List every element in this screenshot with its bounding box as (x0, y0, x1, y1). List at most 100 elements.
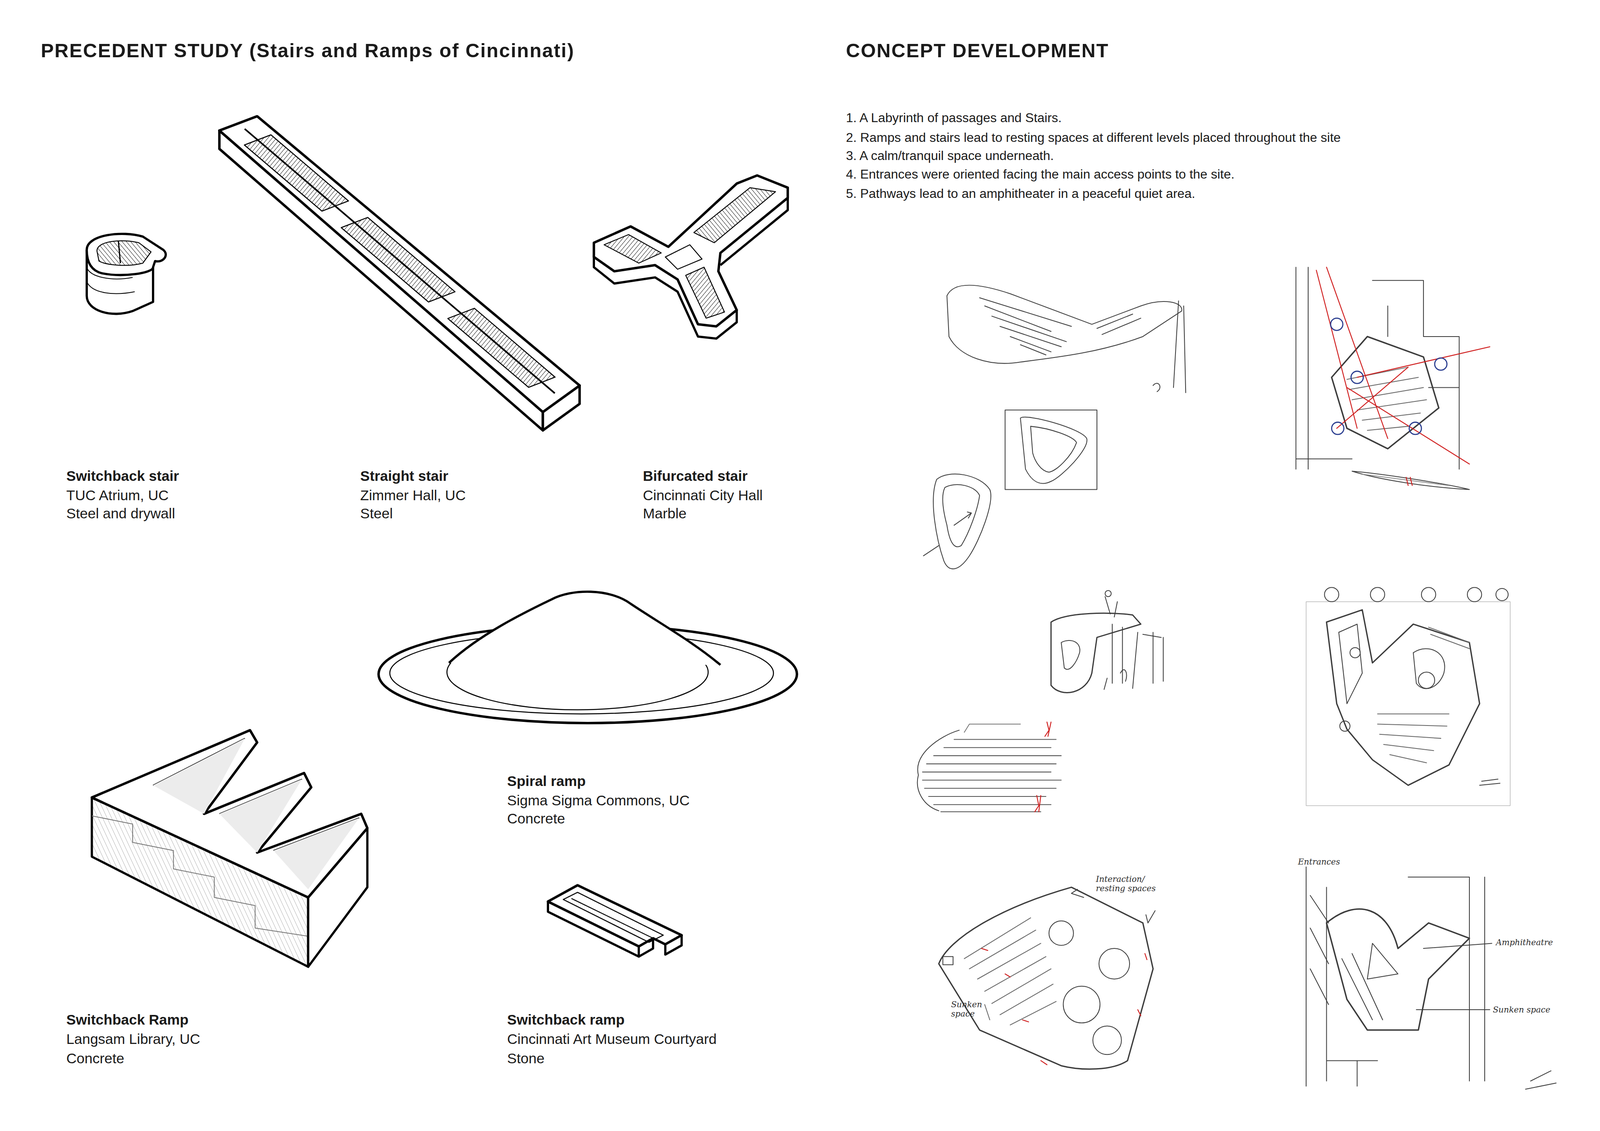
access-point-circles-circle (1350, 371, 1363, 384)
concept-point: 1. A Labyrinth of passages and Stairs. (845, 110, 1062, 126)
bifurcated-stair-drawing (593, 175, 788, 339)
concept-sketch-path (1525, 1071, 1557, 1090)
concept-sketch (917, 267, 1557, 1090)
concept-sketch-path (1326, 909, 1470, 1030)
switchback-ramp-small-drawing-path (571, 898, 654, 939)
precedent-material: Steel and drywall (66, 505, 176, 523)
concept-sketch-path (923, 511, 972, 556)
concept-sketch-circle (1324, 587, 1339, 602)
precedent-location: Cincinnati Art Museum Courtyard (507, 1031, 717, 1048)
concept-sketch-path (938, 887, 1154, 1070)
switchback-ramp-small-drawing (547, 885, 682, 957)
red-markup-path (1406, 477, 1413, 486)
switchback-ramp-drawing-path (91, 730, 368, 898)
sketch-annotation: Entrances (1298, 857, 1340, 867)
switchback-ramp-drawing-path (153, 738, 360, 890)
concept-sketch-path (946, 285, 1182, 364)
concept-sketch-path (979, 297, 1141, 356)
concept-sketch-rect (1306, 601, 1511, 806)
concept-sketch-path (1152, 300, 1186, 393)
switchback-ramp-drawing (91, 730, 368, 968)
concept-sketch-path (1352, 471, 1470, 490)
red-markup-path (1034, 795, 1041, 812)
concept-sketch-path (1342, 943, 1399, 1020)
access-point-circles-circle (1409, 422, 1422, 435)
concept-sketch-rect (942, 956, 953, 965)
concept-sketch-path (1306, 867, 1485, 1087)
bifurcated-stair-drawing-path (604, 234, 662, 264)
access-point-circles-circle (1331, 422, 1344, 435)
switchback-stair-drawing (86, 233, 166, 314)
precedent-name: Spiral ramp (507, 773, 586, 790)
precedent-name: Bifurcated stair (642, 468, 748, 485)
straight-stair-drawing-path (219, 116, 580, 412)
concept-sketch-circle (1421, 587, 1436, 602)
switchback-stair-drawing-path (86, 233, 166, 275)
red-markup (981, 267, 1490, 1066)
concept-sketch-path (933, 474, 991, 569)
concept-sketch-circle (1370, 587, 1385, 602)
precedent-location: TUC Atrium, UC (66, 487, 169, 504)
concept-sketch-rect (1004, 409, 1097, 490)
concept-sketch-path (964, 724, 1021, 733)
concept-sketch-circle (1467, 587, 1482, 602)
access-point-circles-circle (1330, 318, 1343, 331)
switchback-ramp-small-drawing-path (563, 892, 664, 943)
concept-sketch-path (1020, 417, 1087, 484)
section-heading: CONCEPT DEVELOPMENT (845, 39, 1109, 62)
bifurcated-stair-drawing-path (665, 244, 702, 270)
red-markup-path (981, 948, 1147, 1065)
sketch-annotation: Sunken space (950, 1000, 992, 1020)
switchback-stair-drawing-path (118, 240, 121, 264)
concept-sketch-path (922, 739, 1062, 812)
straight-stair-drawing-path (244, 128, 555, 394)
sketch-annotation: Interaction/ resting spaces (1096, 874, 1160, 894)
straight-stair-drawing-path (219, 130, 543, 431)
precedent-material: Marble (642, 505, 687, 523)
precedent-location: Sigma Sigma Commons, UC (507, 792, 690, 810)
concept-sketch-circle (1092, 1025, 1122, 1055)
straight-stair-drawing (219, 116, 580, 431)
concept-sketch-path (1377, 627, 1470, 764)
concept-sketch-path (1050, 613, 1141, 693)
red-markup-path (1044, 721, 1051, 737)
sketch-annotation: Amphitheatre (1495, 938, 1553, 948)
bifurcated-stair-drawing-path (593, 175, 788, 327)
access-point-circles-circle (1434, 357, 1447, 371)
precedent-material: Stone (507, 1050, 545, 1068)
concept-sketch-path (1112, 624, 1164, 689)
concept-point: 5. Pathways lead to an amphitheater in a… (845, 186, 1196, 202)
precedent-name: Switchback stair (66, 468, 180, 485)
spiral-ramp-drawing-path (449, 591, 721, 666)
concept-sketch-path (1479, 779, 1501, 786)
concept-sketch-circle (1339, 721, 1351, 732)
board-title: PRECEDENT STUDY (Stairs and Ramps of Cin… (40, 39, 575, 62)
concept-sketch-path (1104, 596, 1127, 690)
bifurcated-stair-drawing-path (685, 267, 725, 319)
concept-sketch-path (1338, 624, 1445, 704)
precedent-location: Langsam Library, UC (66, 1031, 201, 1048)
concept-sketch-circle (1495, 588, 1509, 601)
red-markup-path (1316, 267, 1490, 464)
precedent-material: Steel (360, 505, 394, 523)
concept-sketch-path (1061, 640, 1080, 670)
concept-sketch-path (1296, 267, 1460, 470)
concept-sketch-circle (1350, 647, 1361, 658)
precedent-location: Zimmer Hall, UC (360, 487, 467, 504)
concept-sketch-circle (1104, 590, 1112, 597)
precedent-material: Concrete (66, 1050, 125, 1068)
bifurcated-stair-drawing-path (693, 187, 776, 244)
concept-point: 4. Entrances were oriented facing the ma… (845, 166, 1235, 182)
precedent-name: Straight stair (360, 468, 449, 485)
access-point-circles (1330, 318, 1448, 435)
precedent-location: Cincinnati City Hall (642, 487, 763, 504)
concept-sketch-circle (1063, 986, 1101, 1024)
concept-sketch-circle (1048, 921, 1074, 946)
switchback-ramp-small-drawing-path (547, 885, 682, 947)
precedent-name: Switchback ramp (507, 1011, 625, 1029)
sketch-annotation: Sunken space (1492, 1005, 1551, 1015)
precedent-name: Switchback Ramp (66, 1011, 189, 1029)
concept-sketch-circle (1418, 672, 1435, 689)
